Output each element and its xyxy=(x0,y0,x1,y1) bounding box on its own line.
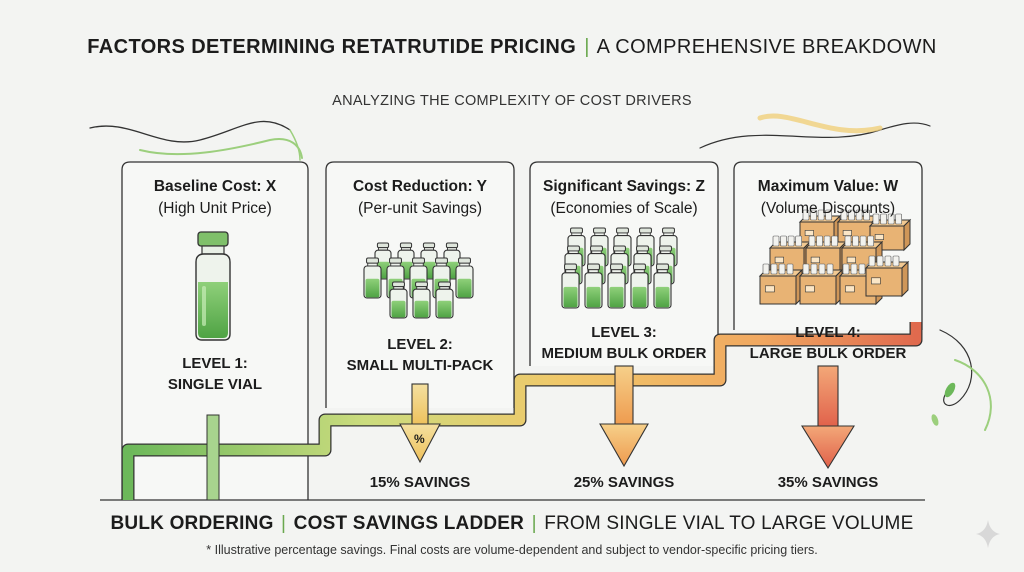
level-4-label: LEVEL 4:LARGE BULK ORDER xyxy=(749,324,907,362)
decorative-swirl-left xyxy=(89,120,303,161)
card-2-text: Cost Reduction: Y (Per-unit Savings) xyxy=(326,176,514,220)
card-2-subheading: (Per-unit Savings) xyxy=(357,200,483,217)
level-1-connector xyxy=(206,414,220,501)
savings-label-level-3: 25% SAVINGS xyxy=(573,474,675,491)
disclaimer-note: * Illustrative percentage savings. Final… xyxy=(206,543,818,557)
multi-pack-vials-icon xyxy=(363,242,474,319)
cost-savings-ladder-path xyxy=(121,322,923,500)
page-title: FACTORS DETERMINING RETATRUTIDE PRICING … xyxy=(87,36,937,58)
level-2-label: LEVEL 2:SMALL MULTI-PACK xyxy=(346,336,494,374)
leaf-icon xyxy=(931,414,939,426)
page-subtitle: ANALYZING THE COMPLEXITY OF COST DRIVERS xyxy=(332,93,692,109)
medium-bulk-vials-icon xyxy=(561,227,678,309)
savings-arrow-level-3 xyxy=(599,365,649,468)
card-1-subheading: (High Unit Price) xyxy=(158,200,272,217)
savings-label-level-4: 35% SAVINGS xyxy=(777,474,879,491)
percent-symbol: % xyxy=(414,432,425,446)
level-3-label: LEVEL 3:MEDIUM BULK ORDER xyxy=(541,324,707,362)
card-3-subheading: (Economies of Scale) xyxy=(550,200,698,217)
single-vial-icon xyxy=(195,231,231,341)
footer-title: BULK ORDERING | COST SAVINGS LADDER | FR… xyxy=(110,513,914,534)
savings-arrow-level-2 xyxy=(399,383,441,464)
savings-label-level-2: 15% SAVINGS xyxy=(369,474,471,491)
card-3-heading: Significant Savings: Z xyxy=(543,178,705,195)
card-3-text: Significant Savings: Z (Economies of Sca… xyxy=(530,176,718,220)
savings-arrow-level-4 xyxy=(801,365,855,470)
card-1-heading: Baseline Cost: X xyxy=(153,178,277,195)
bulk-boxes-icon xyxy=(758,209,912,306)
title-separator: | xyxy=(584,36,590,58)
card-1-text: Baseline Cost: X (High Unit Price) xyxy=(122,176,308,220)
level-1-label: LEVEL 1:SINGLE VIAL xyxy=(167,355,263,393)
card-4-text: Maximum Value: W (Volume Discounts) xyxy=(734,176,922,220)
card-4-subheading: (Volume Discounts) xyxy=(760,200,896,217)
decorative-swirl-right xyxy=(699,113,992,431)
sparkle-icon xyxy=(976,520,1000,548)
card-4-heading: Maximum Value: W xyxy=(757,178,899,195)
card-2-heading: Cost Reduction: Y xyxy=(352,178,488,195)
leaf-icon xyxy=(944,382,956,398)
